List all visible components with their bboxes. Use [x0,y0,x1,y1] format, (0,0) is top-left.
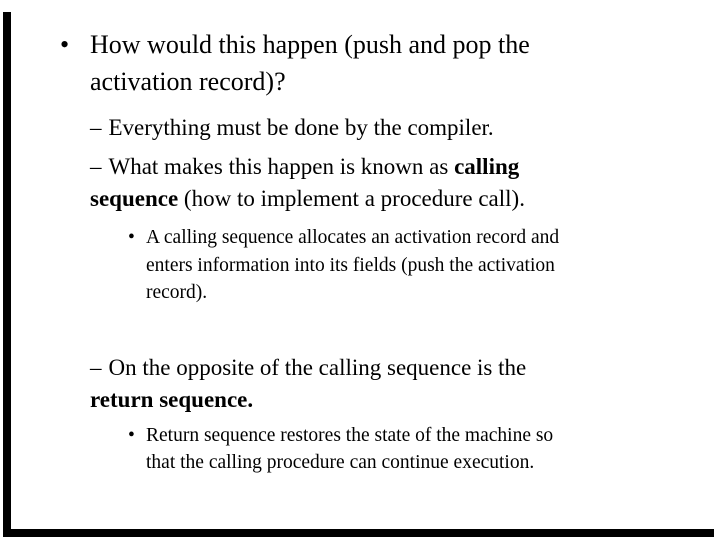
item-text-bold: sequence [90,186,179,211]
sub-item-line-1: Return sequence restores the state of th… [146,425,554,446]
title-bullet-item: • How would this happen (push and pop th… [60,26,530,100]
sub-item-line-3: record). [146,282,208,303]
list-item-compiler: –Everything must be done by the compiler… [90,112,494,144]
item-text: Everything must be done by the compiler. [108,115,494,140]
sub-item-calling-sequence-detail: • A calling sequence allocates an activa… [128,224,559,307]
dash-bullet-icon: – [90,154,102,179]
sub-item-return-sequence-detail: • Return sequence restores the state of … [128,423,553,476]
dash-bullet-icon: – [90,115,102,140]
bullet-icon: • [128,425,135,446]
title-line-2: activation record)? [90,67,286,96]
item-text-bold: calling [454,154,520,179]
list-item-calling-sequence: –What makes this happen is known as call… [90,151,525,215]
list-item-return-sequence: –On the opposite of the calling sequence… [90,352,526,416]
item-text-bold: return sequence. [90,387,254,412]
sub-item-line-2: enters information into its fields (push… [146,254,555,276]
sub-item-line-1: A calling sequence allocates an activati… [146,227,560,248]
item-text: (how to implement a procedure call). [178,186,525,211]
bullet-icon: • [128,227,135,248]
title-line-1: How would this happen (push and pop the [90,30,530,59]
item-text: What makes this happen is known as [108,154,455,179]
sub-item-line-2: that the calling procedure can continue … [146,451,535,473]
dash-bullet-icon: – [90,355,102,380]
slide-border-left [3,12,11,537]
slide-border-bottom [3,529,714,537]
bullet-icon: • [60,30,70,59]
item-text: On the opposite of the calling sequence … [108,355,527,380]
